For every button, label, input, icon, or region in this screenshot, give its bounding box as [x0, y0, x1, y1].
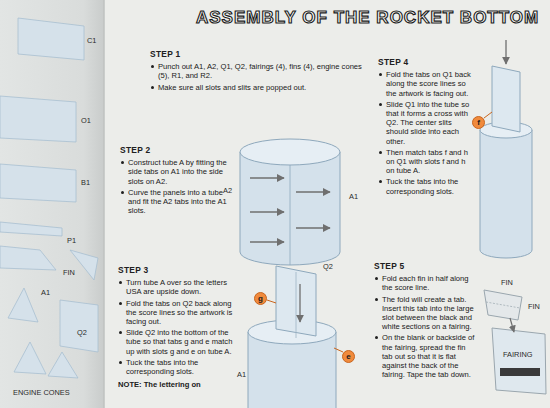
part-q2 [60, 300, 98, 352]
part-label: O1 [80, 116, 92, 125]
part-label: ENGINE CONES [12, 388, 71, 397]
instruction-text: The fold will create a tab. Insert this … [374, 295, 478, 332]
slide-arrow [505, 40, 506, 64]
part-label: FAIRING [502, 350, 534, 359]
callout-circle: e [342, 350, 355, 363]
callout-letter: f [477, 118, 480, 127]
part-label: FIN [527, 302, 541, 311]
instruction-text: Fold the tabs on Q1 back along the score… [378, 70, 472, 98]
panel-q1 [492, 66, 520, 132]
callout-circle: f [472, 116, 485, 129]
instruction-text: Turn tube A over so the letters USA are … [118, 278, 234, 296]
instruction-text: Fold the tabs on Q2 back along the score… [118, 299, 234, 327]
insert-arrow [510, 318, 514, 332]
fairing-black-section [500, 368, 540, 376]
instruction-text: Slide Q1 into the tube so that it forms … [378, 100, 472, 146]
step-column: STEP 4 Fold the tabs on Q1 back along the… [378, 58, 472, 198]
part-o1 [0, 96, 76, 142]
engine-cone [48, 352, 78, 378]
leader-line [484, 112, 492, 118]
part-b1 [0, 164, 76, 202]
instruction-text: Make sure all slots and slits are popped… [150, 83, 368, 92]
instruction-text: Slide Q2 into the bottom of the tube so … [118, 328, 234, 356]
arrow [250, 211, 284, 212]
note-text: NOTE: The lettering on [118, 380, 234, 389]
instruction-text: Curve the panels into a tube and fit the… [120, 188, 235, 216]
instruction-text: Then match tabs f and h on Q1 with slots… [378, 148, 472, 176]
callout-letter: g [258, 294, 263, 303]
leader-line [334, 348, 343, 352]
arrow [296, 191, 330, 192]
step-column: STEP 1 Punch out A1, A2, Q1, Q2, fairings… [150, 50, 368, 94]
panel-seam [290, 165, 291, 265]
engine-cone [8, 288, 38, 322]
part-label: Q2 [322, 262, 334, 271]
arrow [296, 227, 330, 228]
step-column: STEP 2 Construct tube A by fitting the si… [120, 146, 235, 217]
step-heading: STEP 2 [120, 146, 235, 155]
center-slit [296, 272, 297, 338]
callout-circle: g [254, 292, 267, 305]
left-page [0, 0, 104, 408]
score-line [486, 302, 520, 308]
part-label: A1 [348, 192, 359, 201]
part-strip [0, 246, 56, 270]
page-title: ASSEMBLY OF THE ROCKET BOTTOM [196, 8, 539, 28]
tube-top [240, 139, 340, 165]
fin-shape [484, 290, 522, 320]
step-heading: STEP 3 [118, 266, 234, 275]
part-label: P1 [66, 236, 77, 245]
instruction-text: Punch out A1, A2, Q1, Q2, fairings (4), … [150, 62, 368, 80]
step2-tube [240, 139, 340, 265]
engine-cone [14, 342, 46, 374]
step-column: STEP 3 Turn tube A over so the letters US… [118, 266, 234, 389]
part-label: C1 [86, 36, 97, 45]
slide-arrow [299, 284, 300, 322]
part-label: A1 [40, 288, 51, 297]
step5-fin-fairing [484, 290, 546, 394]
instruction-text: Fold each fin in half along the score li… [374, 274, 478, 292]
page-gutter [103, 0, 105, 408]
step-heading: STEP 1 [150, 50, 368, 59]
part-label: A2 [222, 186, 233, 195]
tube-side [240, 152, 340, 265]
leader-line [267, 300, 276, 303]
part-label: FIN [500, 278, 514, 287]
instruction-text: On the blank or backside of the fairing,… [374, 333, 478, 379]
part-label: B1 [80, 178, 91, 187]
tube-side [480, 130, 532, 258]
instruction-text: Construct tube A by fitting the side tab… [120, 158, 235, 186]
step3-tube [248, 266, 343, 408]
fairing-shape [492, 328, 546, 394]
step4-tube [480, 40, 532, 258]
part-c1 [18, 18, 84, 60]
part-label: Q2 [76, 328, 88, 337]
step-column: STEP 5 Fold each fin in half along the sc… [374, 262, 478, 381]
part-label: FIN [62, 268, 76, 277]
punch-out-parts [0, 18, 98, 378]
arrow [250, 177, 284, 178]
step-heading: STEP 4 [378, 58, 472, 67]
insert-arrows [250, 178, 330, 242]
arrow [250, 241, 284, 242]
callout-letter: e [346, 352, 350, 361]
part-label: A1 [236, 370, 247, 379]
instruction-text: Tuck the tabs into the corresponding slo… [378, 177, 472, 195]
instruction-text: Tuck the tabs into the corresponding slo… [118, 358, 234, 376]
part-p1 [0, 222, 62, 236]
step-heading: STEP 5 [374, 262, 478, 271]
